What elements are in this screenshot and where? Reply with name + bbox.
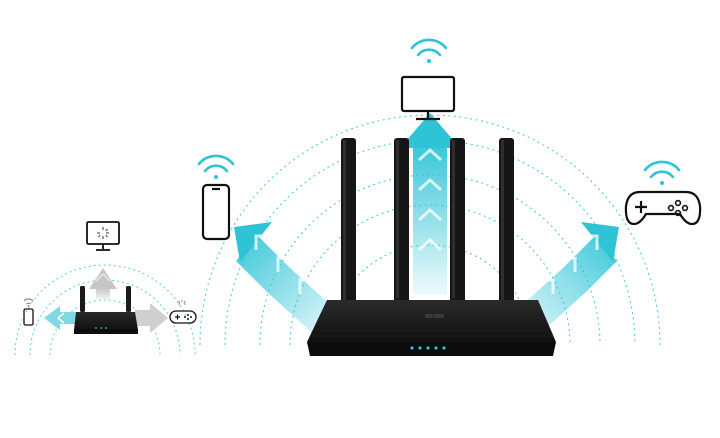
main-router xyxy=(307,300,556,356)
weak-wifi-icon xyxy=(23,298,34,305)
beam-up xyxy=(400,113,460,295)
beam-left xyxy=(234,222,345,340)
small-loading-icon xyxy=(178,300,186,305)
gamepad-icon xyxy=(624,190,702,226)
small-up-arrow xyxy=(89,268,117,299)
wifi-icon xyxy=(410,38,448,63)
main-router-scene xyxy=(197,38,702,356)
small-phone-icon xyxy=(23,298,34,326)
tp-link-logo xyxy=(425,314,444,318)
small-router-scene xyxy=(14,221,197,356)
small-router xyxy=(74,286,138,334)
wifi-icon xyxy=(197,154,235,179)
monitor-icon xyxy=(400,75,456,121)
small-gamepad-icon xyxy=(169,300,197,324)
monitor-loading-icon xyxy=(86,221,120,251)
small-left-arrow xyxy=(44,306,78,330)
router-antennas xyxy=(341,138,514,306)
wifi-icon xyxy=(643,160,681,185)
phone-icon xyxy=(201,183,231,241)
small-right-arrow xyxy=(135,303,168,333)
status-leds xyxy=(410,346,446,350)
